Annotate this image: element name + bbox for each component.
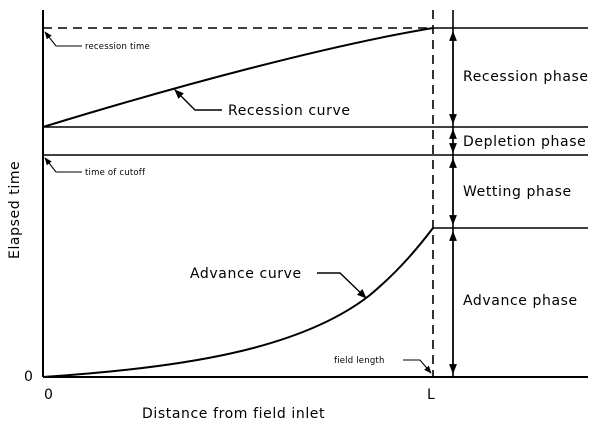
y-origin-tick: 0 — [24, 369, 34, 385]
x-axis-label: Distance from field inlet — [142, 406, 325, 422]
advance-curve-label: Advance curve — [190, 266, 302, 282]
field-length-leader — [403, 359, 432, 374]
advance-curve — [42, 227, 434, 378]
depletion-phase-label: Depletion phase — [463, 134, 586, 150]
advance-curve-leader — [317, 272, 367, 299]
field-end-tick: L — [427, 387, 435, 403]
recession-curve — [42, 27, 434, 128]
recession-time-label: recession time — [85, 42, 150, 52]
recession-time-leader — [44, 31, 82, 47]
advance-phase-label: Advance phase — [463, 293, 578, 309]
recession-curve-leader — [174, 89, 222, 111]
time-of-cutoff-leader — [44, 157, 82, 173]
field-length-label: field length — [334, 356, 385, 366]
recession-phase-label: Recession phase — [463, 69, 589, 85]
y-axis-label: Elapsed time — [7, 161, 23, 259]
wetting-phase-label: Wetting phase — [463, 184, 572, 200]
time-of-cutoff-label: time of cutoff — [85, 168, 146, 178]
x-origin-tick: 0 — [44, 387, 54, 403]
recession-curve-label: Recession curve — [228, 103, 351, 119]
